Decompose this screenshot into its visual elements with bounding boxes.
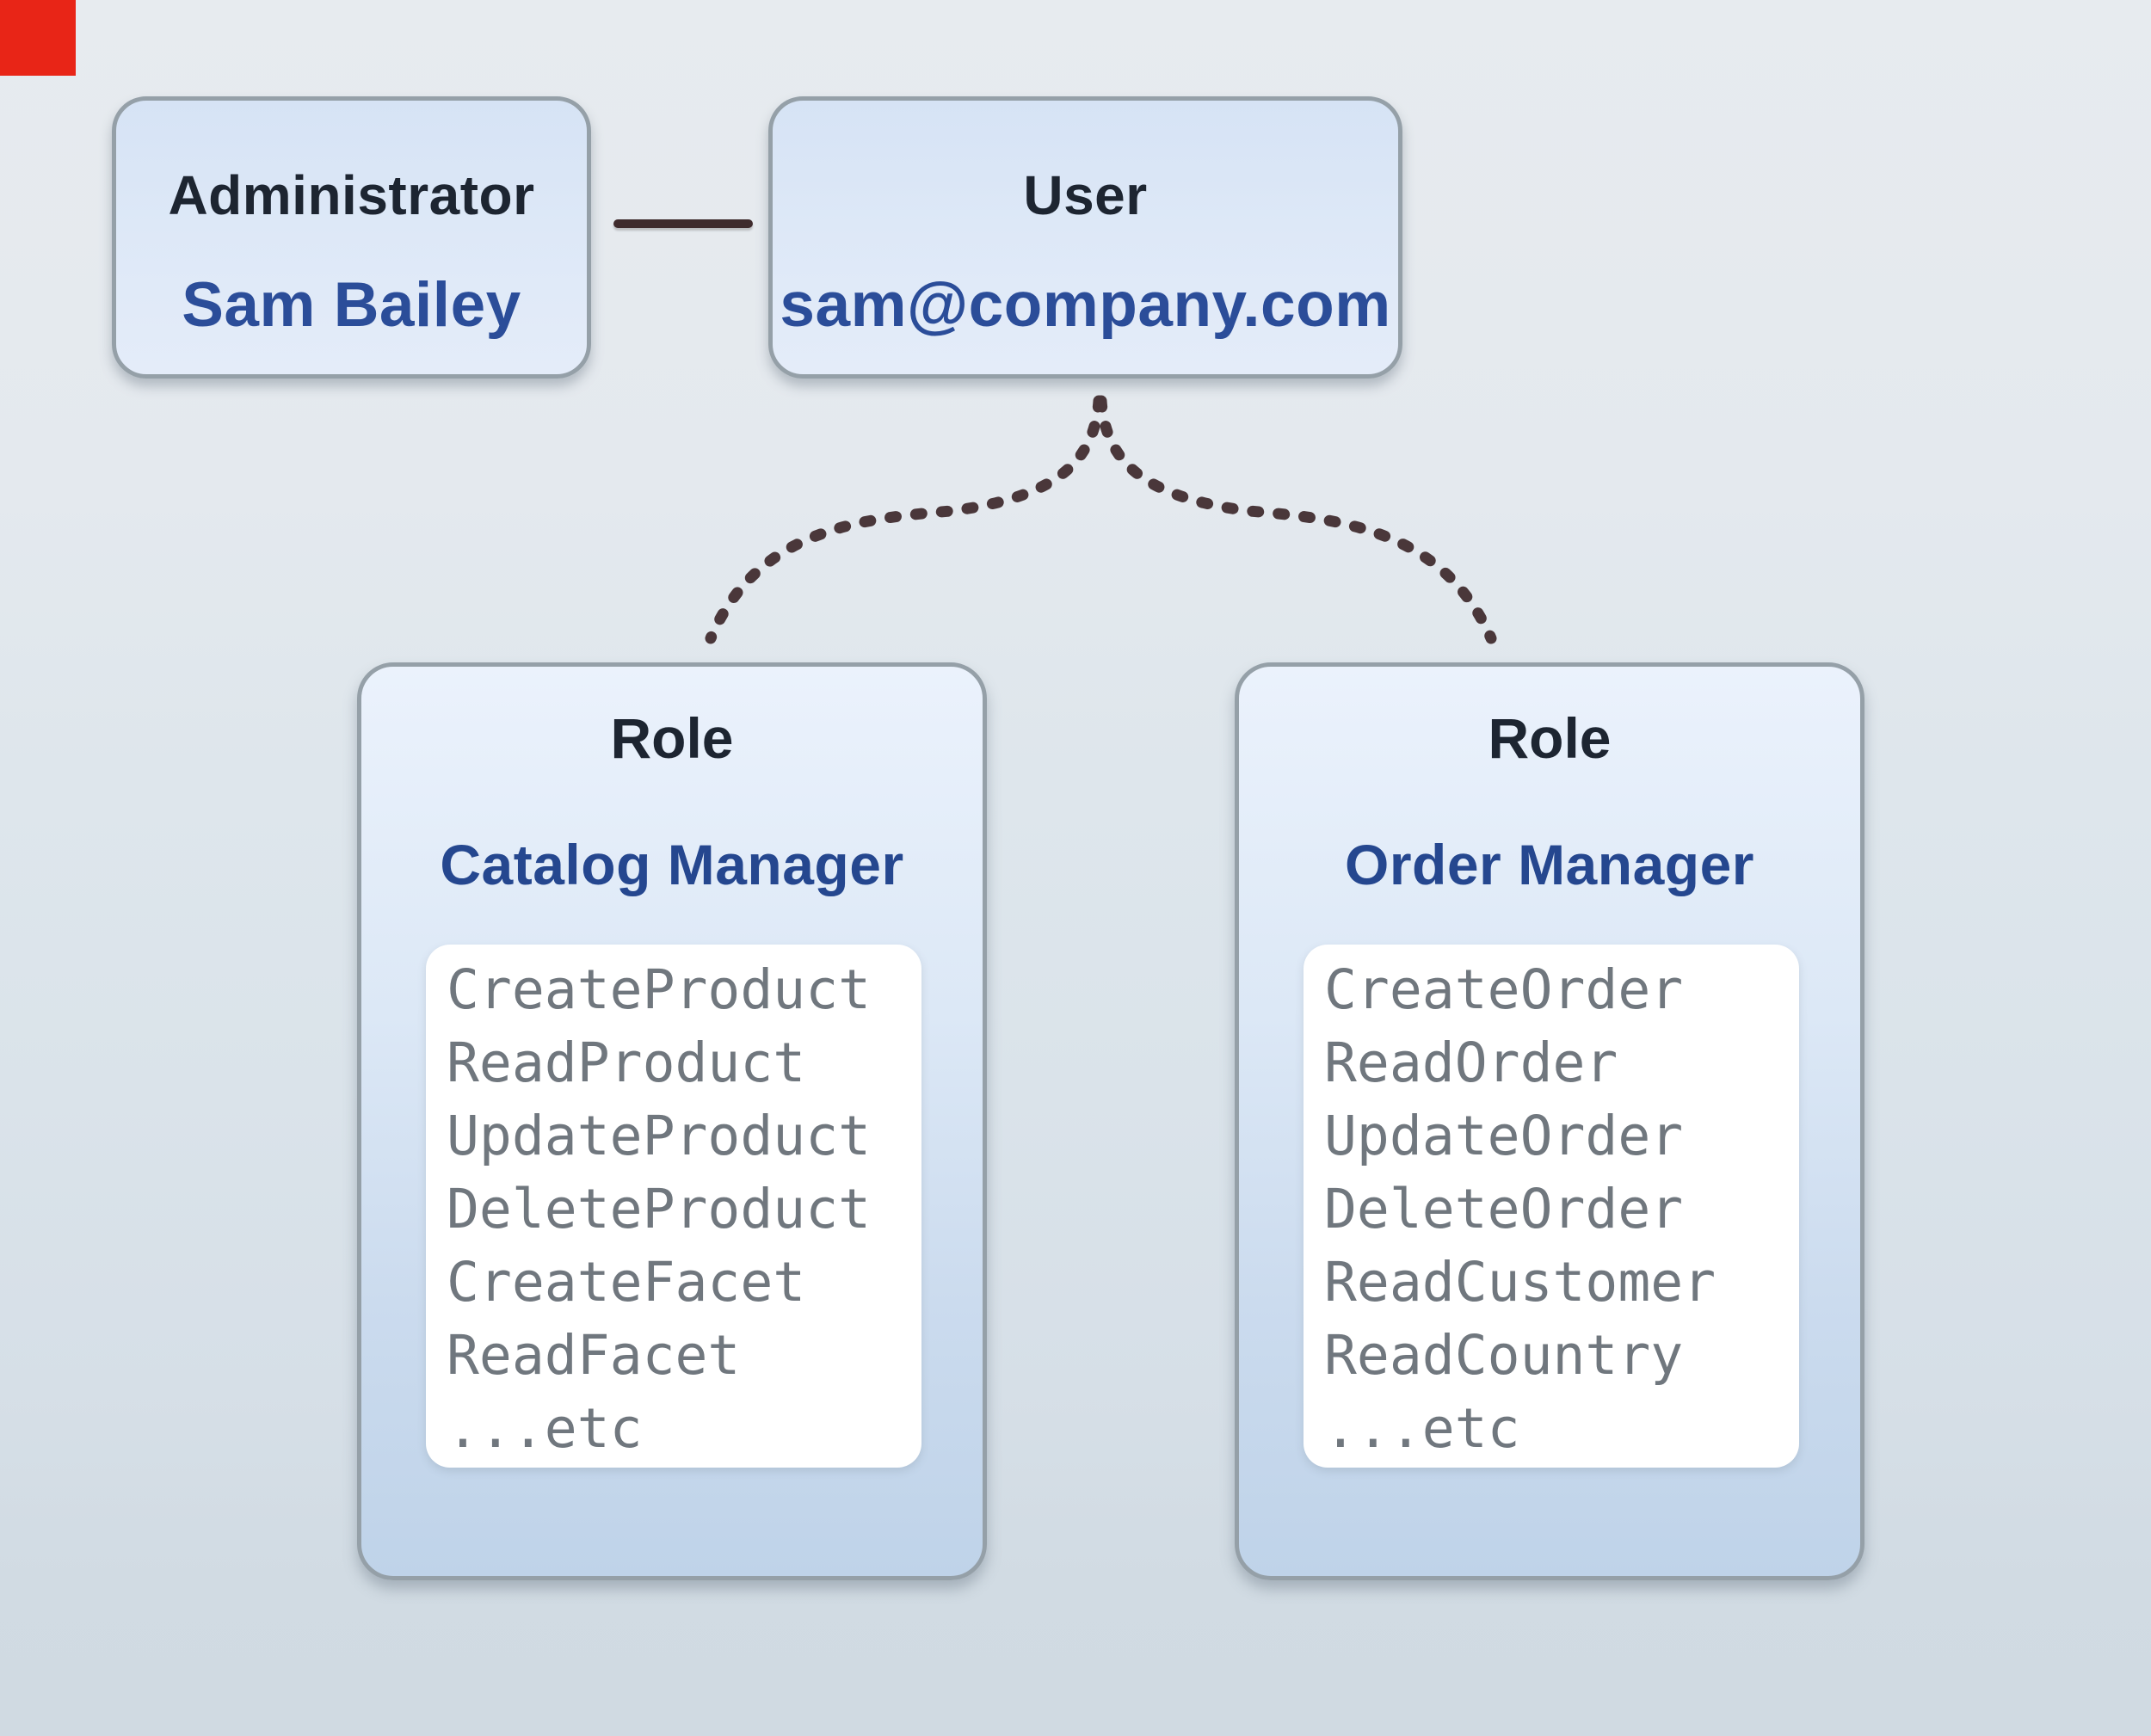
permission-item: CreateProduct [447,958,872,1021]
role-name-catalog-manager: Catalog Manager [440,833,904,896]
permission-item: ReadProduct [447,1031,806,1094]
role-name-order-manager: Order Manager [1345,833,1754,896]
permission-item: ReadOrder [1324,1031,1618,1094]
permission-item: ...etc [1324,1397,1520,1460]
user-email: sam@company.com [780,270,1391,340]
permission-item: ReadCustomer [1324,1251,1716,1314]
permission-item: CreateFacet [447,1251,806,1314]
dotted-connector-right [1095,395,1497,644]
permission-item: ...etc [447,1397,643,1460]
dotted-connector-left [705,395,1105,644]
red-marker [0,0,76,76]
admin-user-connector [613,219,753,228]
permission-item: ReadFacet [447,1324,741,1387]
user-card: User sam@company.com [768,96,1402,379]
role-card-heading: Role [610,706,734,770]
role-card-heading: Role [1488,706,1612,770]
permission-item: UpdateOrder [1324,1105,1684,1167]
administrator-card: Administrator Sam Bailey [112,96,591,379]
permission-item: DeleteOrder [1324,1178,1684,1240]
administrator-name: Sam Bailey [182,270,521,340]
permission-item: UpdateProduct [447,1105,872,1167]
administrator-card-title: Administrator [168,164,535,226]
permission-item: ReadCountry [1324,1324,1684,1387]
permission-item: CreateOrder [1324,958,1684,1021]
user-card-title: User [1023,164,1148,226]
permission-item: DeleteProduct [447,1178,872,1240]
